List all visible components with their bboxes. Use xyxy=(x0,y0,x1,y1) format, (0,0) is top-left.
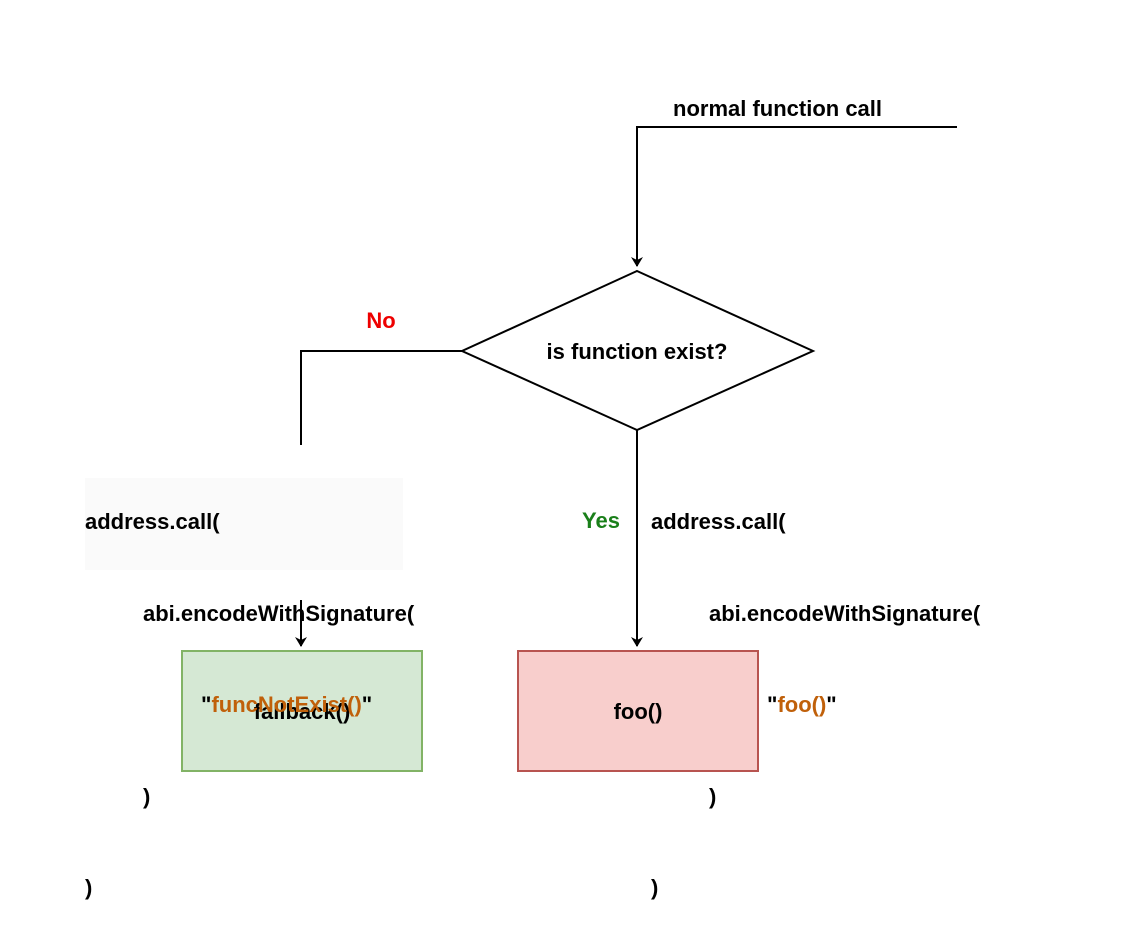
right-quote-open: " xyxy=(767,692,778,717)
decision-label: is function exist? xyxy=(547,339,728,364)
left-code-block: address.call( abi.encodeWithSignature( "… xyxy=(85,446,414,934)
right-code-line-4: ) xyxy=(709,783,717,809)
left-code-line-3: "funcNotExist()" xyxy=(85,690,414,721)
fallback-label: fallback() xyxy=(254,699,351,724)
right-code-line-1: address.call( xyxy=(651,509,786,534)
yes-label: Yes xyxy=(582,508,620,533)
left-code-background xyxy=(85,478,403,570)
left-signature: funcNotExist() xyxy=(211,692,362,717)
no-label: No xyxy=(366,308,395,333)
foo-label: foo() xyxy=(614,699,663,724)
right-signature: foo() xyxy=(777,692,827,717)
left-code-line-2: abi.encodeWithSignature( xyxy=(143,600,415,626)
left-code-line-4: ) xyxy=(143,783,151,809)
right-code-block: address.call( abi.encodeWithSignature( "… xyxy=(651,446,980,934)
right-code-line-2: abi.encodeWithSignature( xyxy=(709,600,981,626)
right-code-line-3: "foo()" xyxy=(651,690,980,721)
left-code-line-5: ) xyxy=(85,875,93,900)
entry-label: normal function call xyxy=(673,96,882,121)
entry-connector xyxy=(631,126,957,267)
right-quote-close: " xyxy=(826,692,837,717)
left-quote-close: " xyxy=(361,692,373,717)
right-code-line-5: ) xyxy=(651,875,659,900)
left-quote-open: " xyxy=(201,692,212,717)
left-code-line-1: address.call( xyxy=(85,509,220,534)
flowchart: normal function call is function exist? … xyxy=(181,96,957,772)
no-branch-connector xyxy=(300,350,462,445)
fallback-box xyxy=(181,650,423,772)
foo-box xyxy=(517,650,759,772)
